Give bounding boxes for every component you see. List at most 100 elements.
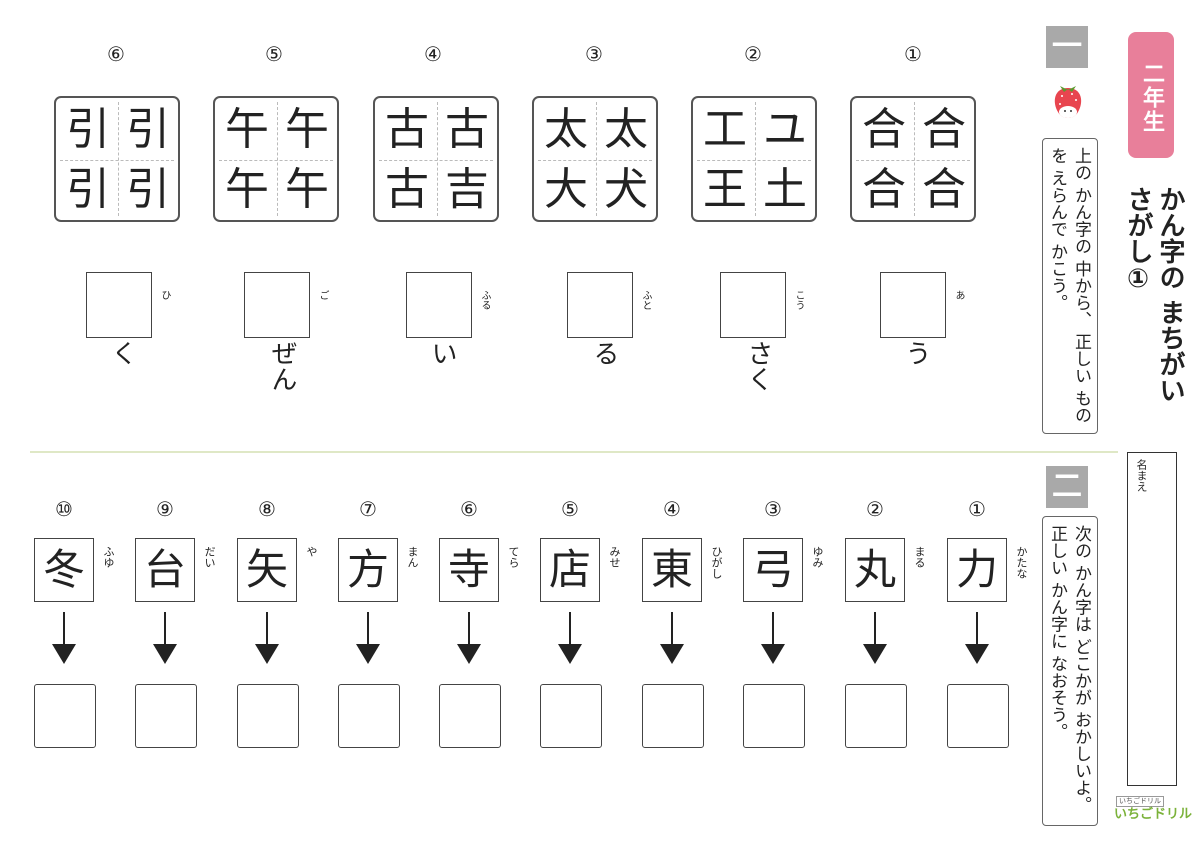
answer-box[interactable]	[720, 272, 786, 338]
question-number: ⑩	[55, 497, 73, 521]
grade-badge: 二年生	[1128, 32, 1174, 158]
furigana: まん	[406, 546, 419, 568]
name-field[interactable]: 名まえ	[1127, 452, 1177, 786]
okurigana: く	[107, 340, 137, 366]
wrong-kanji: 力	[947, 538, 1007, 602]
answer-box[interactable]	[338, 684, 400, 748]
answer-box[interactable]	[567, 272, 633, 338]
kanji-choice[interactable]: 大	[544, 164, 588, 215]
kanji-choice[interactable]: 土	[763, 164, 807, 215]
logo: いちごドリル いちごドリル	[1114, 796, 1194, 826]
strawberry-icon	[1048, 80, 1088, 124]
kanji-choice[interactable]: 合	[862, 104, 906, 155]
answer-box[interactable]	[743, 684, 805, 748]
logo-text: いちごドリル	[1114, 807, 1193, 822]
kanji-choice[interactable]: 引	[66, 164, 110, 215]
answer-box[interactable]	[642, 684, 704, 748]
furigana: かたな	[1015, 546, 1028, 579]
main-title: かん字の まちがいさがし①	[1123, 186, 1185, 404]
kanji-choice[interactable]: 午	[285, 104, 329, 155]
furigana: ふと	[640, 290, 651, 310]
answer-box[interactable]	[34, 684, 96, 748]
furigana: ひがし	[710, 546, 723, 579]
kanji-choice[interactable]: ユ	[763, 104, 807, 155]
wrong-kanji: 矢	[237, 538, 297, 602]
furigana: まる	[913, 546, 926, 568]
kanji-choice[interactable]: 合	[862, 164, 906, 215]
answer-box[interactable]	[947, 684, 1009, 748]
kanji-choice[interactable]: 古	[385, 164, 429, 215]
furigana: こう	[793, 290, 804, 310]
kanji-choice[interactable]: 引	[66, 104, 110, 155]
logo-small-text: いちごドリル	[1116, 796, 1164, 807]
down-arrow-icon	[558, 612, 582, 664]
question-number: ①	[904, 42, 922, 66]
kanji-choice[interactable]: 合	[922, 104, 966, 155]
furigana: ふゆ	[102, 546, 115, 568]
question-number: ⑨	[156, 497, 174, 521]
down-arrow-icon	[255, 612, 279, 664]
question-number: ⑦	[359, 497, 377, 521]
answer-box[interactable]	[237, 684, 299, 748]
answer-box[interactable]	[540, 684, 602, 748]
wrong-kanji: 東	[642, 538, 702, 602]
wrong-kanji: 台	[135, 538, 195, 602]
wrong-kanji: 冬	[34, 538, 94, 602]
kanji-choice-grid: 引引引引	[54, 96, 180, 222]
wrong-kanji: 寺	[439, 538, 499, 602]
question-number: ④	[663, 497, 681, 521]
furigana: ひ	[159, 290, 170, 300]
furigana: ご	[317, 290, 328, 300]
furigana: だい	[203, 546, 216, 568]
kanji-choice[interactable]: 工	[703, 104, 747, 155]
answer-box[interactable]	[406, 272, 472, 338]
down-arrow-icon	[52, 612, 76, 664]
kanji-choice[interactable]: 引	[126, 104, 170, 155]
answer-box[interactable]	[845, 684, 907, 748]
okurigana: ぜん	[267, 340, 297, 392]
kanji-choice[interactable]: 引	[126, 164, 170, 215]
kanji-choice[interactable]: 古	[445, 104, 489, 155]
down-arrow-icon	[356, 612, 380, 664]
kanji-choice[interactable]: 王	[703, 164, 747, 215]
question-number: ②	[866, 497, 884, 521]
wrong-kanji: 店	[540, 538, 600, 602]
section-2-instruction: 次の かん字は どこかが おかしいよ。 正しい かん字に なおそう。	[1042, 516, 1098, 826]
kanji-choice[interactable]: 太	[604, 104, 648, 155]
furigana: や	[305, 546, 318, 557]
furigana: てら	[507, 546, 520, 568]
down-arrow-icon	[457, 612, 481, 664]
down-arrow-icon	[761, 612, 785, 664]
wrong-kanji: 方	[338, 538, 398, 602]
question-number: ②	[744, 42, 762, 66]
kanji-choice[interactable]: 午	[225, 104, 269, 155]
wrong-kanji: 丸	[845, 538, 905, 602]
section-1-badge: 一	[1046, 26, 1088, 68]
kanji-choice[interactable]: 太	[544, 104, 588, 155]
furigana: あ	[953, 290, 964, 300]
answer-box[interactable]	[135, 684, 197, 748]
kanji-choice[interactable]: 午	[225, 164, 269, 215]
question-number: ⑤	[265, 42, 283, 66]
question-number: ③	[764, 497, 782, 521]
answer-box[interactable]	[439, 684, 501, 748]
down-arrow-icon	[660, 612, 684, 664]
kanji-choice[interactable]: 古	[385, 104, 429, 155]
section-2-badge: 二	[1046, 466, 1088, 508]
furigana: ゆみ	[811, 546, 824, 568]
answer-box[interactable]	[880, 272, 946, 338]
kanji-choice[interactable]: 合	[922, 164, 966, 215]
kanji-choice[interactable]: 午	[285, 164, 329, 215]
down-arrow-icon	[863, 612, 887, 664]
question-number: ④	[424, 42, 442, 66]
kanji-choice[interactable]: 犬	[604, 164, 648, 215]
kanji-choice[interactable]: 吉	[445, 164, 489, 215]
answer-box[interactable]	[86, 272, 152, 338]
kanji-choice-grid: 午午午午	[213, 96, 339, 222]
answer-box[interactable]	[244, 272, 310, 338]
question-number: ③	[585, 42, 603, 66]
furigana: ふる	[479, 290, 490, 310]
down-arrow-icon	[965, 612, 989, 664]
kanji-choice-grid: 工ユ王土	[691, 96, 817, 222]
question-number: ①	[968, 497, 986, 521]
